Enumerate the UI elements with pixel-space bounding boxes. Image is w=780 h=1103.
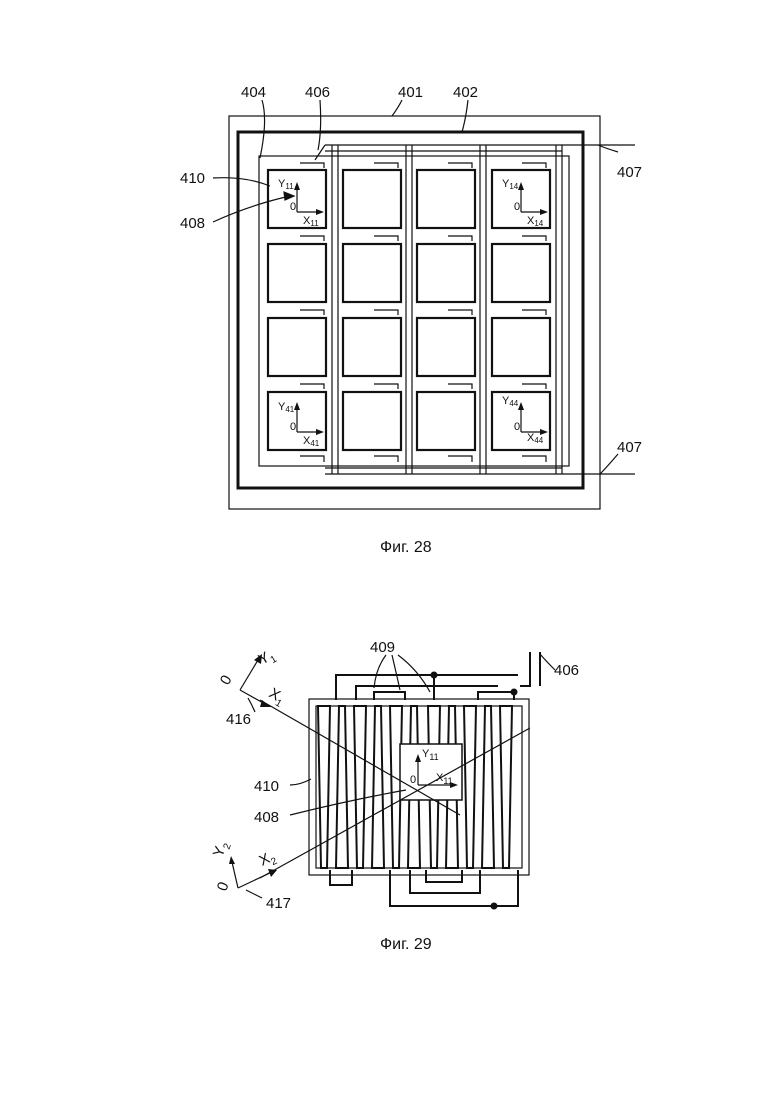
ref-408: 408 [180,215,205,232]
center-origin: 0 [410,774,416,786]
pad-22 [343,244,401,302]
pad-43 [417,392,475,450]
cell-14-y-sub: 14 [509,182,518,191]
ref-407-top: 407 [617,164,642,181]
figure-29: Y11 0 X11 Y1 X1 0 Y2 X2 0 [210,639,579,953]
pad-31 [268,318,326,376]
cell-11-y-sub: 11 [285,182,294,191]
caption-fig29: Фиг. 29 [380,936,432,953]
ref-404: 404 [241,84,266,101]
cell-11-origin: 0 [290,201,296,213]
ref-417: 417 [266,895,291,912]
caption-fig28: Фиг. 28 [380,539,432,556]
cell-11-x-sub: 11 [310,219,319,228]
pad-23 [417,244,475,302]
cell-41-y-sub: 41 [285,405,294,414]
pad-32 [343,318,401,376]
pad-21 [268,244,326,302]
ref-407-bottom: 407 [617,439,642,456]
ref-406: 406 [554,662,579,679]
svg-text:Y2: Y2 [210,839,234,861]
diagonal-axes [260,700,530,878]
ref-408: 408 [254,809,279,826]
ref-410: 410 [254,778,279,795]
ref-409: 409 [370,639,395,656]
center-x-sub: 11 [443,776,452,786]
figure-28: Y11 0 X11 Y14 0 X14 Y41 0 X41 Y4 [180,84,642,556]
cell-44-origin: 0 [514,421,520,433]
cell-41-origin: 0 [290,421,296,433]
pad-12 [343,170,401,228]
cell-14-origin: 0 [514,201,520,213]
pad-42 [343,392,401,450]
center-y-sub: 11 [429,752,438,762]
axis-origin-1: 0 [217,672,236,688]
pad-33 [417,318,475,376]
cell-44-x-sub: 44 [534,436,543,445]
ref-410: 410 [180,170,205,187]
axis-origin-2: 0 [214,880,233,894]
ref-402: 402 [453,84,478,101]
svg-text:Y1: Y1 [256,646,280,671]
cell-41-x-sub: 41 [310,439,319,448]
ref-406: 406 [305,84,330,101]
cell-44-y-sub: 44 [509,399,518,408]
ref-401: 401 [398,84,423,101]
pad-13 [417,170,475,228]
cell-14-x-sub: 14 [534,219,543,228]
pad-24 [492,244,550,302]
pad-34 [492,318,550,376]
ref-416: 416 [226,711,251,728]
